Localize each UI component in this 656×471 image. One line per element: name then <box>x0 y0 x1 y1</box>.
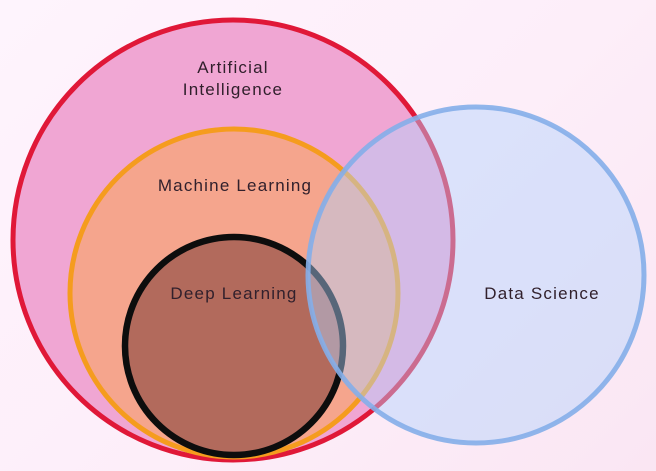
ds-label: Data Science <box>484 284 600 303</box>
ds-circle <box>305 104 647 446</box>
ai-label-line2: Intelligence <box>183 80 283 99</box>
dl-label: Deep Learning <box>170 284 297 303</box>
dl-circle <box>121 233 347 459</box>
ml-label: Machine Learning <box>158 176 312 195</box>
ai-label-line1: Artificial <box>197 58 269 77</box>
